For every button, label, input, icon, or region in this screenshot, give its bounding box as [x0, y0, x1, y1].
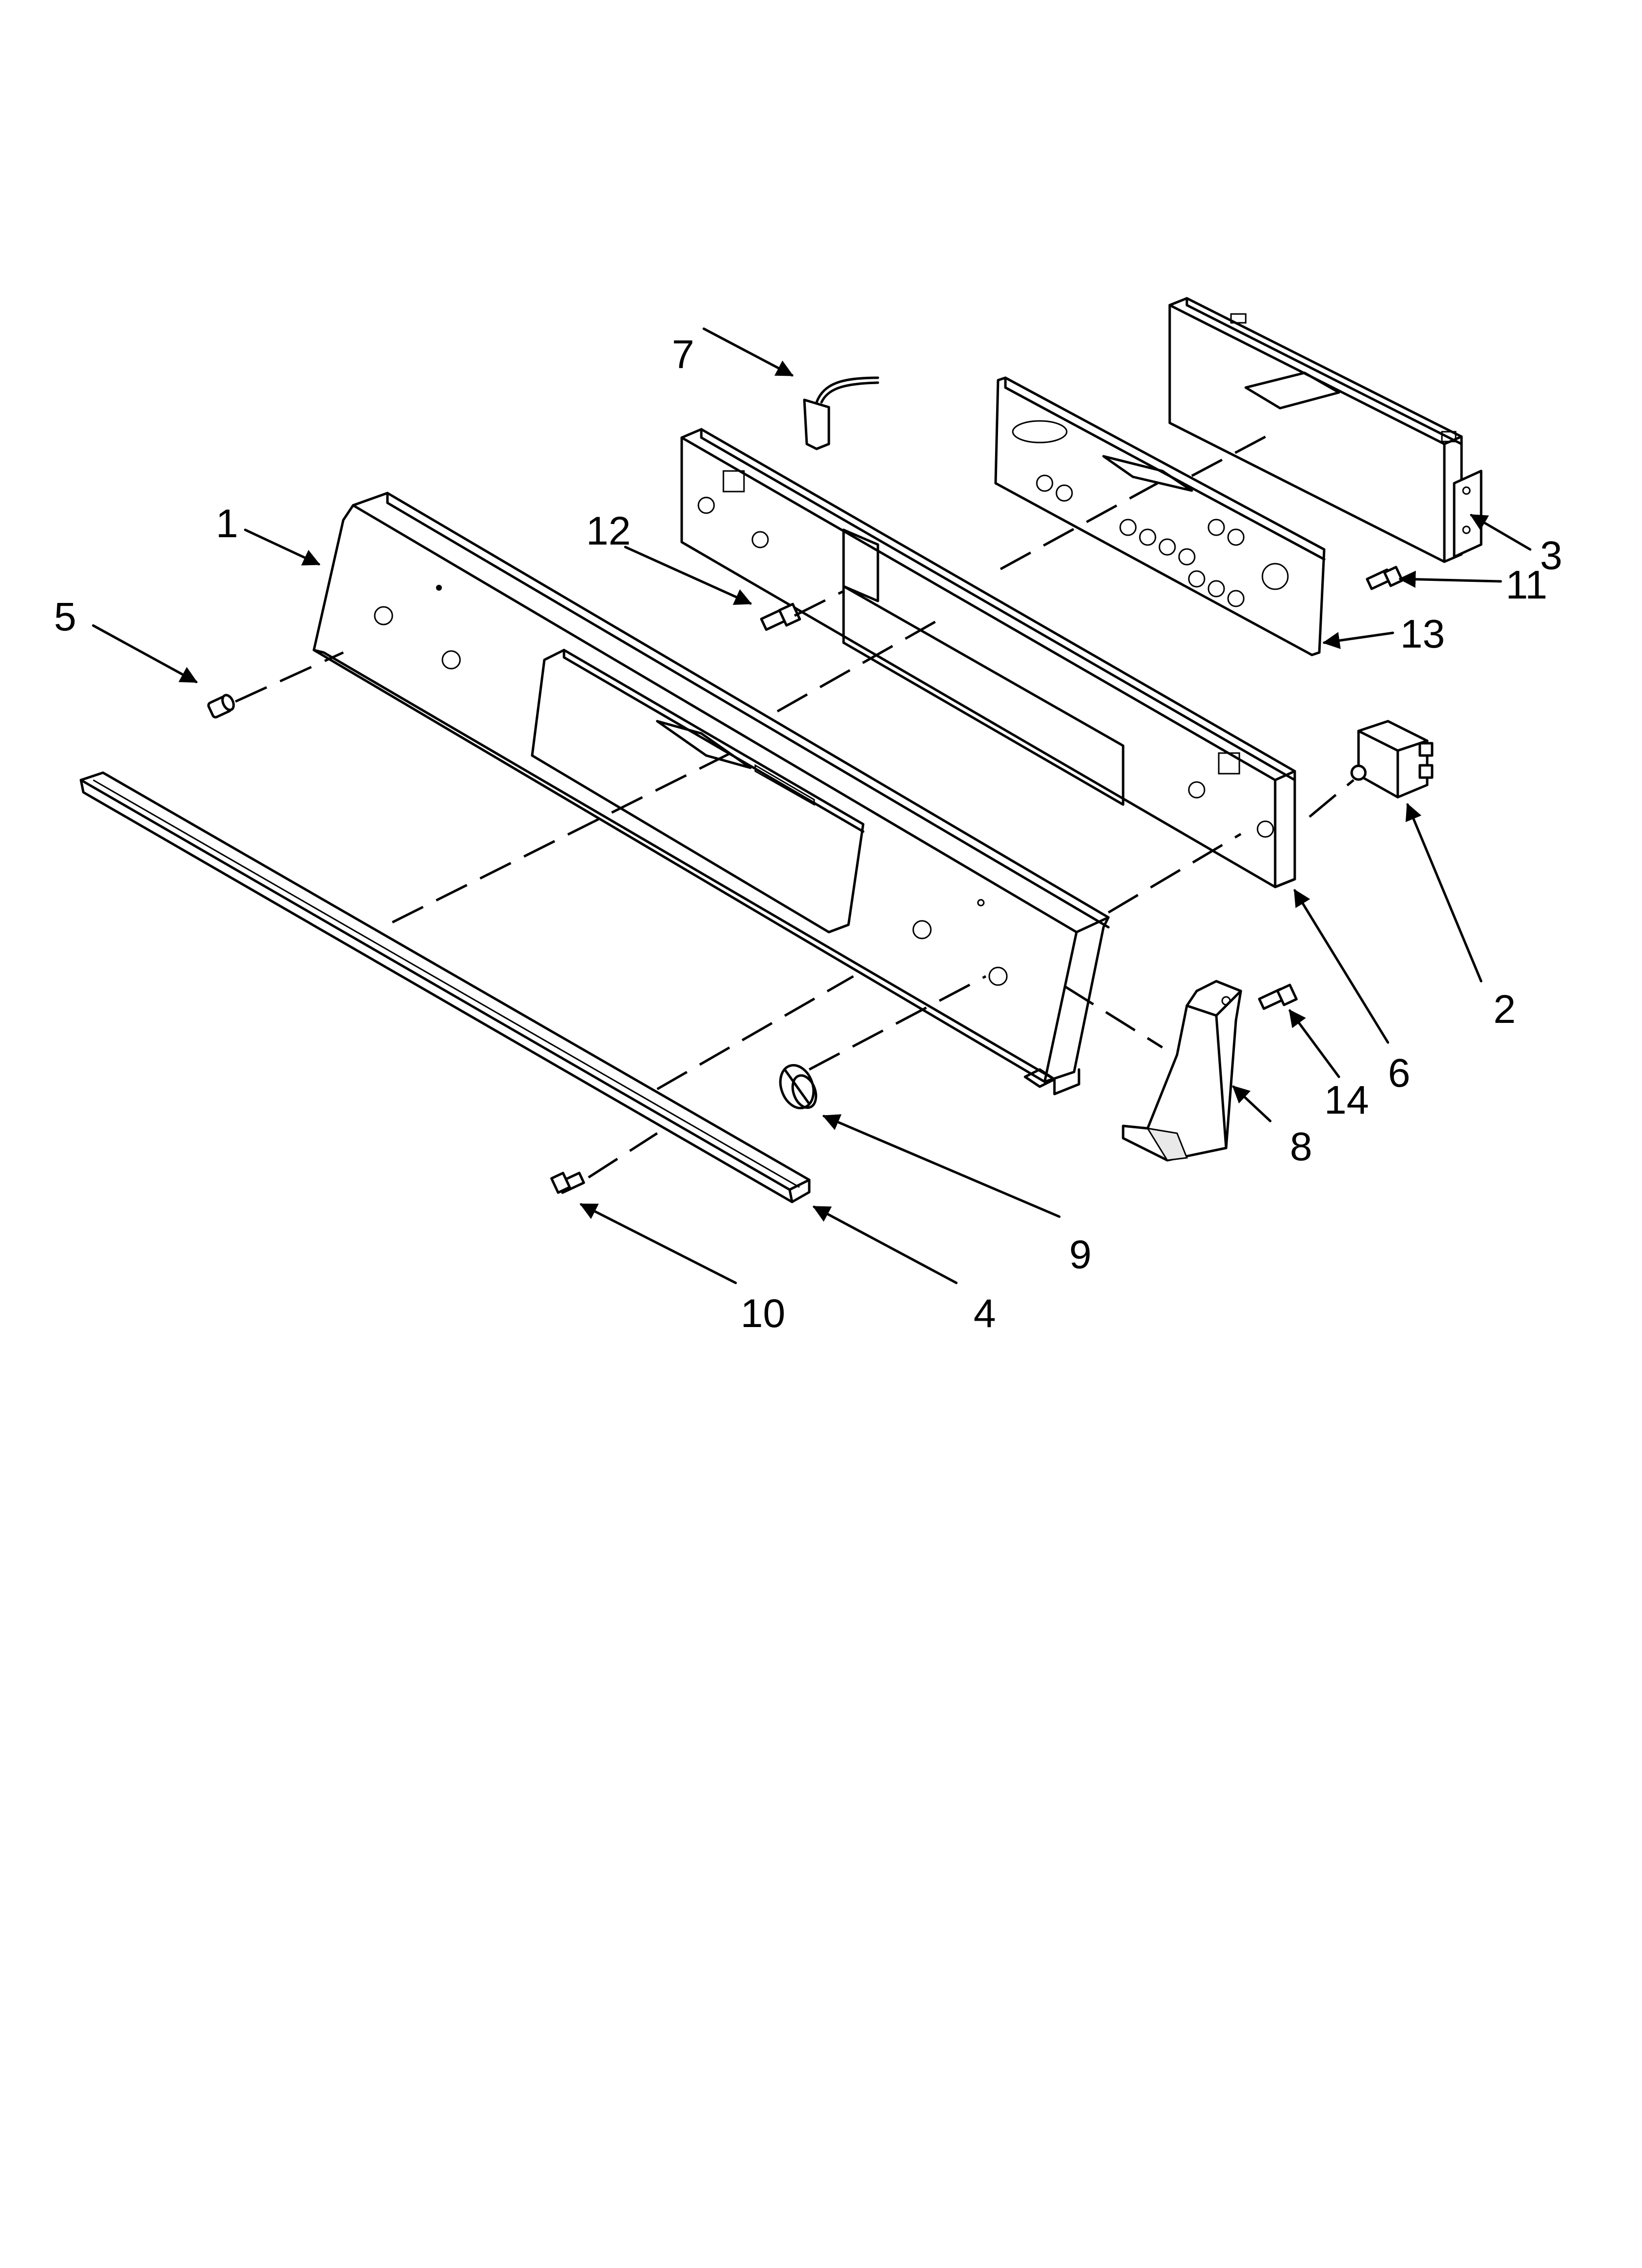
part-6-back-panel — [680, 428, 1296, 888]
part-11-screw — [1365, 566, 1404, 590]
part-10-screw — [550, 1172, 585, 1194]
part-12-screw — [760, 602, 801, 631]
label-7: 7 — [672, 332, 694, 377]
part-3-control-board — [1168, 297, 1483, 563]
part-14-screw — [1258, 984, 1298, 1010]
part-7-wire-harness — [803, 376, 879, 450]
leader-arrows — [92, 327, 1532, 1284]
callout-labels: 1 2 3 4 5 6 7 8 9 10 11 12 13 14 — [54, 332, 1563, 1336]
label-3: 3 — [1540, 533, 1563, 578]
label-12: 12 — [586, 509, 631, 553]
label-9: 9 — [1069, 1232, 1092, 1277]
part-4-trim-strip — [79, 771, 811, 1203]
part-13-touch-panel — [994, 376, 1326, 656]
label-1: 1 — [216, 501, 238, 546]
label-2: 2 — [1493, 987, 1516, 1032]
label-8: 8 — [1290, 1124, 1312, 1169]
label-11: 11 — [1506, 563, 1547, 607]
label-13: 13 — [1400, 612, 1445, 656]
assembly-lines — [234, 433, 1355, 1179]
label-5: 5 — [54, 595, 77, 639]
label-6: 6 — [1388, 1051, 1411, 1095]
label-10: 10 — [741, 1291, 785, 1336]
label-14: 14 — [1324, 1078, 1369, 1122]
part-2-switch — [1350, 720, 1434, 799]
part-8-bracket — [1122, 980, 1242, 1162]
part-1-control-panel — [312, 492, 1110, 1095]
label-4: 4 — [974, 1291, 996, 1336]
part-9-knob — [779, 1064, 818, 1110]
part-5-plug-button — [207, 694, 235, 719]
